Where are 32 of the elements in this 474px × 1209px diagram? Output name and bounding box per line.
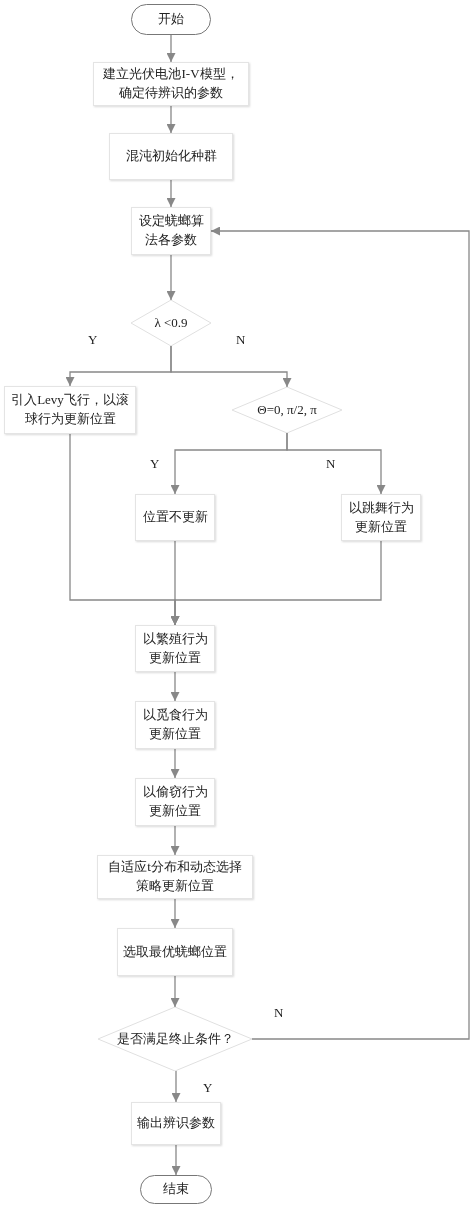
arrow bbox=[170, 748, 180, 779]
decision-diamond: Θ=0, π/2, π bbox=[232, 387, 342, 433]
terminal-shape: 结束 bbox=[140, 1175, 212, 1204]
process-box: 以偷窃行为更新位置 bbox=[135, 778, 215, 826]
arrow bbox=[170, 345, 292, 388]
arrow bbox=[166, 34, 176, 63]
process-box: 建立光伏电池I-V模型，确定待辨识的参数 bbox=[93, 62, 249, 106]
arrow bbox=[166, 105, 176, 134]
process-box: 以跳舞行为更新位置 bbox=[341, 494, 421, 541]
process-box: 引入Levy飞行，以滚球行为更新位置 bbox=[4, 386, 136, 434]
arrow bbox=[210, 226, 470, 1040]
arrow bbox=[171, 1144, 181, 1176]
arrow bbox=[170, 671, 180, 702]
arrow bbox=[170, 540, 382, 626]
terminal-shape: 开始 bbox=[131, 4, 211, 35]
arrow bbox=[166, 254, 176, 301]
arrow bbox=[166, 179, 176, 208]
process-box: 以觅食行为更新位置 bbox=[135, 701, 215, 749]
process-box: 位置不更新 bbox=[135, 494, 215, 541]
process-box: 输出辨识参数 bbox=[131, 1102, 221, 1145]
arrow bbox=[170, 898, 180, 929]
arrow bbox=[170, 975, 180, 1008]
decision-diamond: 是否满足终止条件？ bbox=[98, 1007, 252, 1071]
process-box: 以繁殖行为更新位置 bbox=[135, 625, 215, 672]
process-box: 设定蜣螂算法各参数 bbox=[131, 207, 211, 255]
arrow bbox=[171, 1070, 181, 1103]
decision-diamond: λ <0.9 bbox=[131, 300, 211, 346]
process-box: 自适应t分布和动态选择策略更新位置 bbox=[97, 855, 253, 899]
process-box: 选取最优蜣螂位置 bbox=[117, 928, 233, 976]
process-box: 混沌初始化种群 bbox=[109, 133, 233, 180]
arrow bbox=[286, 432, 386, 495]
arrow bbox=[170, 825, 180, 856]
